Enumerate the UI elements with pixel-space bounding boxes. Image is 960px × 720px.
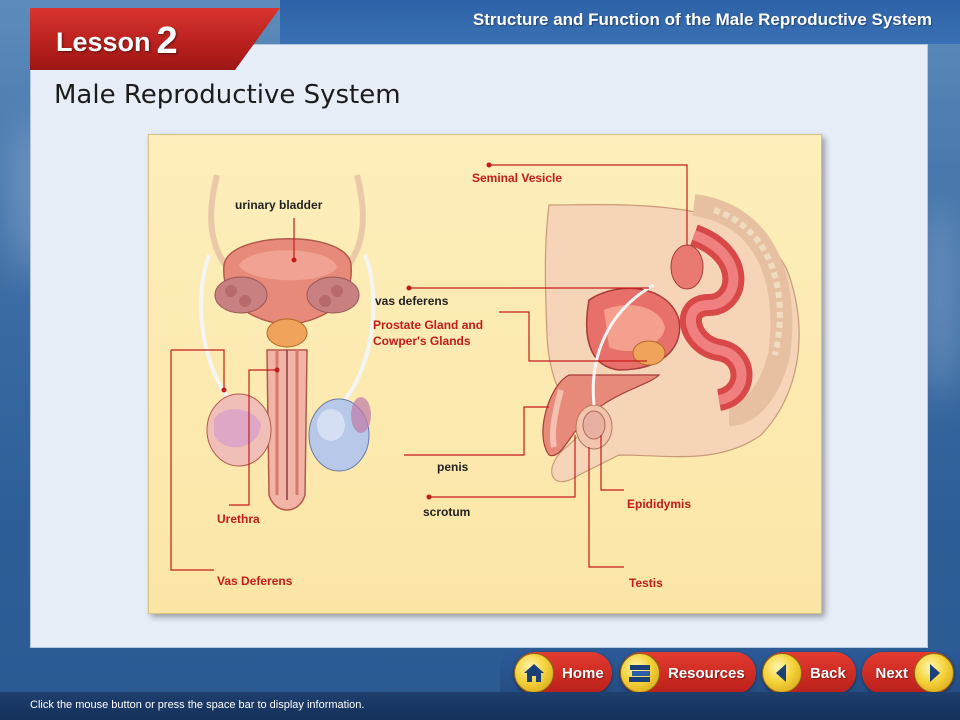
resources-label: Resources xyxy=(668,664,745,682)
footer-hint: Click the mouse button or press the spac… xyxy=(30,699,365,711)
back-label: Back xyxy=(810,664,846,682)
title-bar: Structure and Function of the Male Repro… xyxy=(280,0,960,44)
arrow-left-icon xyxy=(762,653,802,693)
home-label: Home xyxy=(562,664,604,682)
label-penis: penis xyxy=(437,460,469,474)
lesson-tab xyxy=(30,8,280,70)
label-vas-deferens-upper: Vas Deferens xyxy=(217,574,293,588)
page-title: Structure and Function of the Male Repro… xyxy=(472,10,932,29)
lesson-label: Lesson xyxy=(56,27,151,57)
slide-heading: Male Reproductive System xyxy=(54,80,401,110)
label-scrotum: scrotum xyxy=(423,505,471,519)
books-icon xyxy=(620,653,660,693)
label-vas-deferens-lower: vas deferens xyxy=(375,294,449,308)
label-prostate-line1: Prostate Gland and xyxy=(373,318,484,332)
label-urethra: Urethra xyxy=(217,512,260,526)
anatomy-illustration xyxy=(170,162,800,571)
arrow-right-icon xyxy=(914,653,954,693)
label-epididymis: Epididymis xyxy=(627,497,692,511)
lesson-number: 2 xyxy=(156,20,178,62)
label-prostate-line2: Cowper's Glands xyxy=(373,334,471,348)
anatomy-figure: urinary bladder Seminal Vesicle vas defe… xyxy=(148,134,822,614)
label-seminal-vesicle: Seminal Vesicle xyxy=(472,171,563,185)
resources-button[interactable]: Resources xyxy=(620,652,756,694)
home-button[interactable]: Home xyxy=(514,652,612,694)
footer-bar: Click the mouse button or press the spac… xyxy=(0,692,960,720)
label-urinary-bladder: urinary bladder xyxy=(235,198,323,212)
label-testis: Testis xyxy=(629,576,663,590)
next-label: Next xyxy=(875,664,908,682)
home-icon xyxy=(514,653,554,693)
next-button[interactable]: Next xyxy=(862,652,954,694)
back-button[interactable]: Back xyxy=(762,652,856,694)
